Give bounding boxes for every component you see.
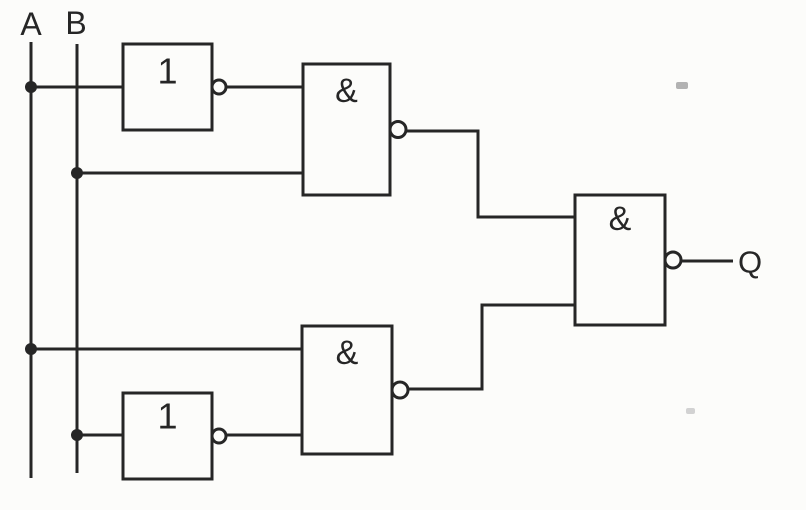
- nand-gate-bottom-symbol: &: [336, 334, 359, 372]
- not-gate-bottom-symbol: 1: [157, 396, 177, 437]
- not-gate-bottom-bubble: [210, 427, 228, 445]
- nand-gate-output-bubble: [663, 250, 683, 270]
- not-gate-top-bubble: [210, 78, 228, 96]
- smudge-bottom-right: [686, 408, 695, 414]
- nand-gate-output-symbol: &: [609, 200, 632, 238]
- junction-a-bottom: [25, 343, 37, 355]
- junction-b-top: [71, 167, 83, 179]
- not-gate-bottom-body: [121, 391, 214, 481]
- nand-gate-output-body: [573, 193, 667, 327]
- smudge-top-right: [676, 82, 688, 89]
- input-a-label: A: [20, 6, 42, 42]
- junction-b-bottom: [71, 429, 83, 441]
- wire-nand-bottom-to-output-nand: [408, 303, 575, 391]
- nand-gate-bottom-body: [300, 324, 394, 456]
- wire-nand-top-to-output-nand: [406, 129, 575, 219]
- nand-gate-top-bubble: [388, 120, 408, 139]
- nand-gate-bottom-bubble: [390, 380, 410, 400]
- nand-gate-top-body: [301, 62, 392, 197]
- junction-a-top: [25, 81, 37, 93]
- output-q-label: Q: [738, 245, 762, 280]
- input-b-label: B: [65, 5, 86, 41]
- nand-gate-top-symbol: &: [335, 72, 358, 110]
- not-gate-top-symbol: 1: [157, 51, 177, 92]
